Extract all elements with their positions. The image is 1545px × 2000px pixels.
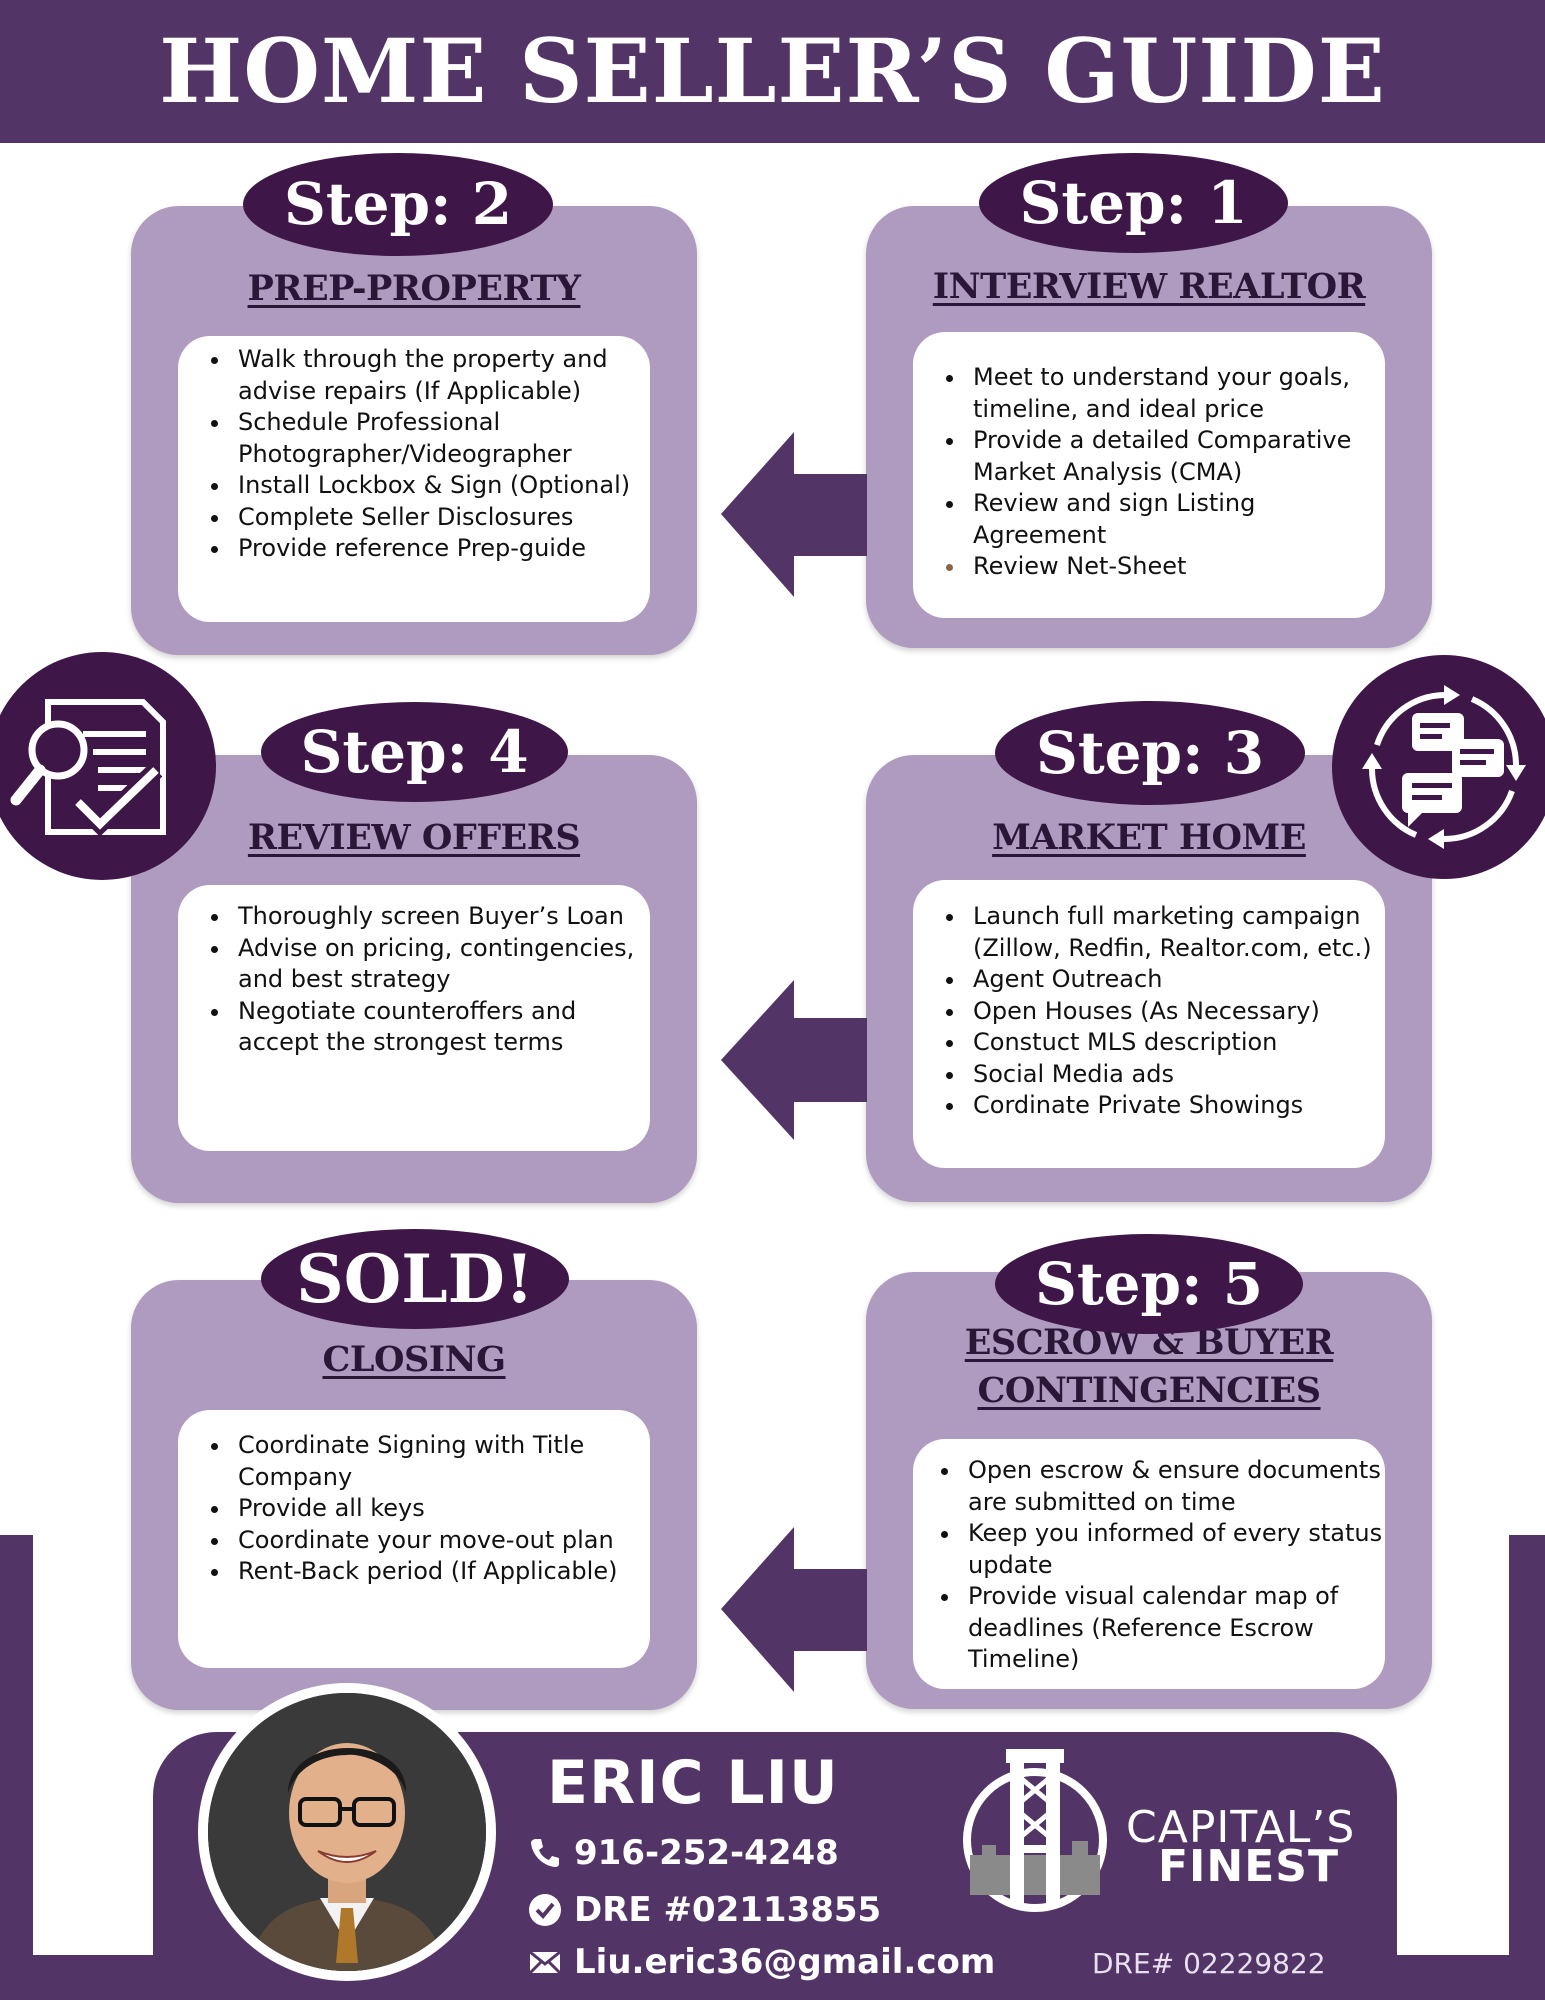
brand-name-line2: FINEST — [1158, 1841, 1340, 1892]
agent-license: DRE #02113855 — [574, 1890, 882, 1930]
step-1-title: INTERVIEW REALTOR — [932, 266, 1366, 307]
agent-name: ERIC LIU — [547, 1748, 839, 1818]
review-icon-circle — [0, 652, 216, 880]
list-item: Rent-Back period (If Applicable) — [211, 1556, 650, 1588]
list-item: Provide a detailed Comparative Market An… — [946, 425, 1385, 488]
list-item: Constuct MLS description — [946, 1027, 1385, 1059]
brand-license: DRE# 02229822 — [1092, 1947, 1326, 1980]
chat-bubbles-cycle-icon — [1362, 685, 1526, 849]
step-4-body: Thoroughly screen Buyer’s Loan Advise on… — [178, 885, 650, 1151]
step-4-card: REVIEW OFFERS Thoroughly screen Buyer’s … — [131, 755, 697, 1203]
list-item: Launch full marketing campaign (Zillow, … — [946, 901, 1385, 964]
step-2-body: Walk through the property and advise rep… — [178, 336, 650, 622]
step-4-badge: Step: 4 — [261, 702, 568, 802]
avatar — [198, 1683, 496, 1981]
list-item: Review and sign Listing Agreement — [946, 488, 1385, 551]
list-item: Negotiate counteroffers and accept the s… — [211, 996, 650, 1059]
list-item: Schedule Professional Photographer/Video… — [211, 407, 650, 470]
step-1-card: INTERVIEW REALTOR Meet to understand you… — [866, 206, 1432, 648]
list-item: Complete Seller Disclosures — [211, 502, 650, 534]
right-side-bar — [1509, 1535, 1545, 2000]
list-item: Walk through the property and advise rep… — [211, 344, 650, 407]
envelope-icon — [528, 1950, 562, 1975]
step-1-badge: Step: 1 — [979, 153, 1288, 253]
arrow-left-icon — [721, 1527, 867, 1692]
list-item: Advise on pricing, contingencies, and be… — [211, 933, 650, 996]
list-item: Provide all keys — [211, 1493, 650, 1525]
list-item: Keep you informed of every status update — [941, 1518, 1385, 1581]
closing-card: CLOSING Coordinate Signing with Title Co… — [131, 1280, 697, 1710]
step-2-card: PREP-PROPERTY Walk through the property … — [131, 206, 697, 655]
brand-name-line1: CAPITAL’S — [1126, 1802, 1356, 1853]
check-circle-icon — [529, 1894, 561, 1926]
step-3-badge: Step: 3 — [995, 701, 1305, 805]
step-4-title: REVIEW OFFERS — [247, 817, 581, 858]
list-item: Agent Outreach — [946, 964, 1385, 996]
step-1-body: Meet to understand your goals, timeline,… — [913, 332, 1385, 618]
email-address[interactable]: Liu.eric36@gmail.com — [574, 1942, 996, 1982]
closing-title: CLOSING — [322, 1339, 506, 1380]
arrow-left-icon — [721, 432, 867, 597]
step-2-title: PREP-PROPERTY — [247, 268, 581, 309]
step-3-card: MARKET HOME Launch full marketing campai… — [866, 755, 1432, 1202]
list-item: Provide visual calendar map of deadlines… — [941, 1581, 1385, 1676]
sold-badge: SOLD! — [261, 1229, 569, 1329]
list-item: Provide reference Prep-guide — [211, 533, 650, 565]
agent-photo — [208, 1693, 486, 1971]
step-3-body: Launch full marketing campaign (Zillow, … — [913, 880, 1385, 1168]
phone-icon — [531, 1839, 559, 1867]
list-item: Coordinate Signing with Title Company — [211, 1430, 650, 1493]
step-2-badge: Step: 2 — [243, 153, 553, 256]
header-banner: HOME SELLER’S GUIDE — [0, 0, 1545, 143]
phone-number[interactable]: 916-252-4248 — [574, 1833, 839, 1873]
list-item: Thoroughly screen Buyer’s Loan — [211, 901, 650, 933]
list-item: Cordinate Private Showings — [946, 1090, 1385, 1122]
list-item: Social Media ads — [946, 1059, 1385, 1091]
step-5-badge: Step: 5 — [995, 1234, 1303, 1334]
bridge-logo-icon — [963, 1749, 1107, 1912]
list-item: Coordinate your move-out plan — [211, 1525, 650, 1557]
list-item: Open Houses (As Necessary) — [946, 996, 1385, 1028]
list-item: Review Net-Sheet — [946, 551, 1385, 583]
email-row[interactable]: Liu.eric36@gmail.com — [528, 1942, 995, 1982]
step-5-card: ESCROW & BUYER CONTINGENCIES Open escrow… — [866, 1272, 1432, 1709]
license-row: DRE #02113855 — [528, 1890, 881, 1930]
market-icon-circle — [1332, 655, 1545, 879]
step-3-title: MARKET HOME — [992, 817, 1306, 858]
document-magnifier-check-icon — [10, 699, 166, 837]
page-title: HOME SELLER’S GUIDE — [159, 19, 1386, 123]
phone-row[interactable]: 916-252-4248 — [528, 1833, 839, 1873]
left-side-bar — [0, 1535, 33, 2000]
list-item: Open escrow & ensure documents are submi… — [941, 1455, 1385, 1518]
step-5-body: Open escrow & ensure documents are submi… — [913, 1439, 1385, 1689]
list-item: Meet to understand your goals, timeline,… — [946, 362, 1385, 425]
closing-body: Coordinate Signing with Title Company Pr… — [178, 1410, 650, 1668]
list-item: Install Lockbox & Sign (Optional) — [211, 470, 650, 502]
arrow-left-icon — [721, 980, 867, 1140]
